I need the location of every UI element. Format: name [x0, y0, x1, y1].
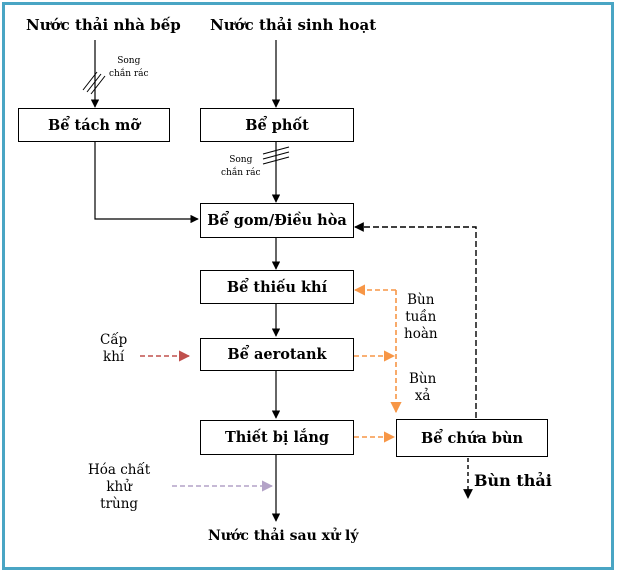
- septic-tank-box: Bể phốt: [200, 108, 354, 142]
- return-sludge-label: Bùn tuần hoàn: [404, 292, 438, 342]
- flow-grease-trap-to-equalization: [94, 141, 199, 224]
- air-supply-label: Cấp khí: [100, 332, 128, 365]
- screen-2-label: Song chắn rác: [221, 155, 261, 178]
- aerotank-box: Bể aerotank: [200, 338, 354, 371]
- sludge-tank-return-line: [354, 222, 477, 418]
- screen-2-hatch: [262, 156, 290, 165]
- diagram-frame: [2, 2, 614, 570]
- domestic-wastewater-label: Nước thải sinh hoạt: [210, 16, 377, 34]
- screen-1-hatch: [90, 75, 106, 95]
- disinfectant-label: Hóa chất khử trùng: [88, 462, 151, 512]
- grease-trap-box: Bể tách mỡ: [18, 108, 170, 142]
- waste-sludge-label: Bùn thải: [474, 471, 552, 490]
- kitchen-wastewater-label: Nước thải nhà bếp: [26, 16, 181, 34]
- settler-box: Thiết bị lắng: [200, 420, 354, 455]
- equalization-tank-box: Bể gom/Điều hòa: [200, 203, 354, 238]
- treated-output-label: Nước thải sau xử lý: [208, 528, 359, 544]
- screen-2-hatch: [262, 146, 290, 155]
- screen-1-label: Song chắn rác: [109, 56, 149, 79]
- screen-1-hatch: [86, 73, 102, 93]
- screen-2-hatch: [262, 151, 290, 160]
- waste-sludge-discharge-label: Bùn xả: [409, 371, 437, 404]
- anoxic-tank-box: Bể thiếu khí: [200, 270, 354, 304]
- screen-1-hatch: [82, 71, 98, 91]
- sludge-tank-box: Bể chứa bùn: [396, 419, 548, 457]
